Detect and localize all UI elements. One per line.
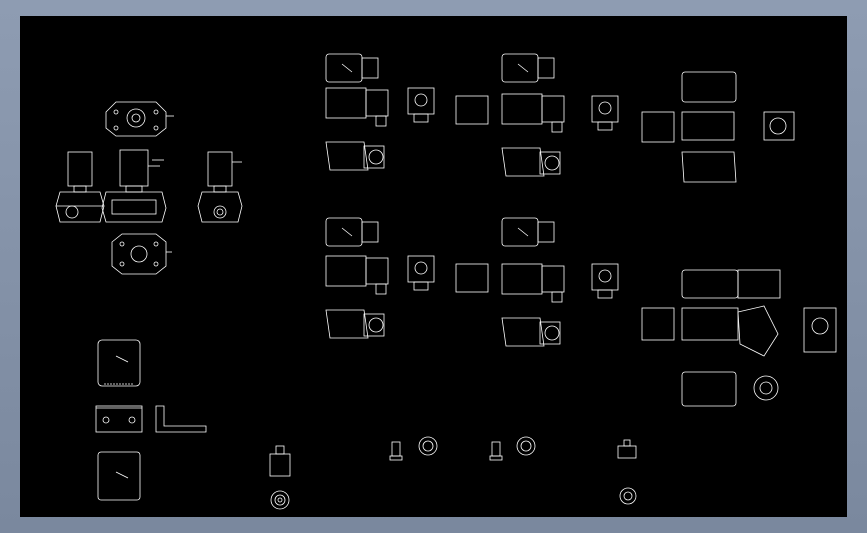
coil-front-view xyxy=(501,263,543,295)
connector-housing xyxy=(365,257,389,285)
coil-side-view xyxy=(591,263,619,291)
gland-housing xyxy=(539,321,561,345)
valve-bottom-view xyxy=(111,233,172,275)
cable-gland xyxy=(375,115,387,127)
coil-connector xyxy=(537,221,555,243)
connector-detail-2 xyxy=(489,436,536,461)
coil-bottom-view xyxy=(501,147,545,177)
coil-body xyxy=(681,111,735,141)
angled-connector xyxy=(737,305,779,357)
gland-circle xyxy=(368,149,384,165)
coil-top-view xyxy=(325,217,363,247)
connector-housing xyxy=(365,89,389,117)
coil-bottom-view xyxy=(501,317,545,347)
coil-side-view xyxy=(591,95,619,123)
coil-bottom-view xyxy=(325,141,369,171)
coil-top-view xyxy=(325,53,363,83)
coil-view-grid xyxy=(325,53,837,407)
coil-top-view xyxy=(501,53,539,83)
gland-housing xyxy=(363,313,385,337)
coil-front-view xyxy=(325,255,367,287)
cable-gland xyxy=(375,283,387,295)
gland-circle xyxy=(544,155,560,171)
valve-front-view-right xyxy=(197,151,243,223)
plug-detail xyxy=(617,439,637,505)
aux-box xyxy=(455,263,489,293)
gland-inner xyxy=(759,381,773,395)
connector-detail-1 xyxy=(389,436,438,461)
gland-housing xyxy=(539,151,561,175)
terminal-box-detail xyxy=(269,445,291,510)
coil-bottom-view xyxy=(681,371,737,407)
gland-circle xyxy=(544,325,560,341)
cable-gland xyxy=(551,121,563,133)
coil-housing-views xyxy=(95,339,207,501)
coil-side-view xyxy=(407,255,435,283)
coil-front-view xyxy=(641,307,675,341)
side-gland xyxy=(597,121,613,131)
coil-top-view xyxy=(501,217,539,247)
side-gland xyxy=(413,113,429,123)
coil-top-view xyxy=(681,71,737,103)
gland-circle xyxy=(368,317,384,333)
side-gland xyxy=(413,281,429,291)
valve-top-view xyxy=(105,101,174,137)
bore-circle xyxy=(769,117,787,135)
bore-circle xyxy=(414,93,428,107)
dim-line xyxy=(341,227,353,237)
coil-connector xyxy=(537,57,555,79)
coil-front-view xyxy=(641,111,675,143)
valve-assembly-views xyxy=(55,101,243,275)
dim-line xyxy=(517,227,529,237)
cable-gland xyxy=(551,291,563,303)
coil-body xyxy=(681,307,739,341)
coil-top-view xyxy=(681,269,739,299)
cad-drawing-viewport[interactable] xyxy=(20,16,847,517)
valve-front-view-center xyxy=(101,149,167,223)
coil-connector xyxy=(361,221,379,243)
connector-housing xyxy=(541,265,565,293)
valve-front-view-left xyxy=(55,151,105,223)
coil-front-view xyxy=(501,93,543,125)
coil-front-view xyxy=(325,87,367,119)
gland-housing xyxy=(363,145,385,169)
coil-bottom-view xyxy=(681,151,737,183)
connector-housing xyxy=(737,269,781,299)
aux-box xyxy=(455,95,489,125)
gland-circle xyxy=(753,375,779,401)
bore-circle xyxy=(598,269,612,283)
drawing-sheet xyxy=(55,53,837,510)
bore-circle xyxy=(598,101,612,115)
side-gland xyxy=(597,289,613,299)
bore-circle xyxy=(414,261,428,275)
coil-connector xyxy=(361,57,379,79)
coil-side-view xyxy=(803,307,837,353)
dim-line xyxy=(341,63,353,73)
connector-housing xyxy=(541,95,565,123)
coil-bottom-view xyxy=(325,309,369,339)
dim-line xyxy=(517,63,529,73)
bore-circle xyxy=(811,317,829,335)
coil-side-view xyxy=(407,87,435,115)
coil-side-view xyxy=(763,111,795,141)
